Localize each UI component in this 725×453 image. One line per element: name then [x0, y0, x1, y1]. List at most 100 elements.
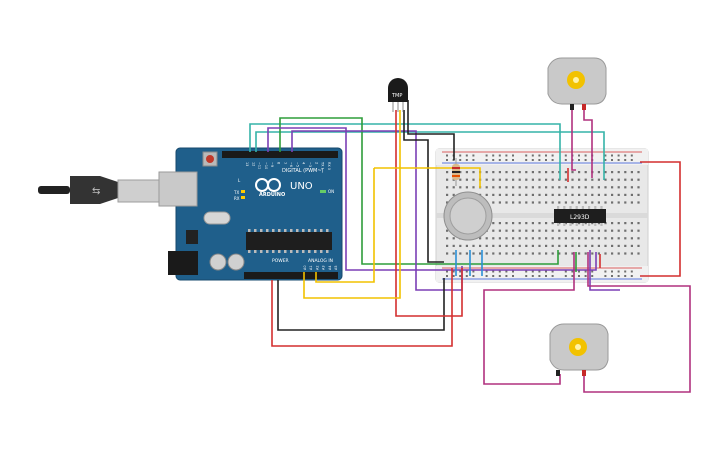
breadboard-hole[interactable] [518, 193, 521, 196]
breadboard-hole[interactable] [531, 237, 534, 240]
breadboard-hole[interactable] [512, 229, 515, 232]
breadboard-hole[interactable] [584, 171, 587, 174]
breadboard-hole[interactable] [597, 178, 600, 181]
breadboard-hole[interactable] [630, 193, 633, 196]
breadboard-hole[interactable] [479, 252, 482, 255]
breadboard-hole[interactable] [604, 201, 607, 204]
breadboard-hole[interactable] [630, 186, 633, 189]
breadboard-hole[interactable] [492, 237, 495, 240]
breadboard-hole[interactable] [617, 171, 620, 174]
wire-black-3[interactable] [407, 100, 455, 160]
breadboard-hole[interactable] [591, 186, 594, 189]
breadboard-hole[interactable] [446, 237, 449, 240]
rail-hole[interactable] [492, 154, 495, 157]
breadboard-hole[interactable] [584, 229, 587, 232]
breadboard-hole[interactable] [492, 201, 495, 204]
breadboard-hole[interactable] [472, 178, 475, 181]
breadboard-hole[interactable] [518, 171, 521, 174]
rail-hole[interactable] [465, 154, 468, 157]
breadboard-hole[interactable] [538, 237, 541, 240]
rail-hole[interactable] [472, 270, 475, 273]
breadboard-hole[interactable] [630, 222, 633, 225]
rail-hole[interactable] [512, 154, 514, 157]
breadboard-hole[interactable] [538, 222, 541, 225]
rail-hole[interactable] [505, 154, 508, 157]
breadboard-hole[interactable] [479, 237, 482, 240]
breadboard-hole[interactable] [545, 178, 548, 181]
breadboard-hole[interactable] [584, 252, 587, 255]
rail-hole[interactable] [545, 159, 547, 161]
breadboard-hole[interactable] [611, 222, 614, 225]
breadboard-hole[interactable] [512, 171, 515, 174]
breadboard-hole[interactable] [617, 186, 620, 189]
breadboard-hole[interactable] [624, 229, 627, 232]
breadboard-hole[interactable] [617, 178, 620, 181]
breadboard-hole[interactable] [624, 193, 627, 196]
digital-header[interactable] [222, 151, 338, 158]
dc-motor-bottom[interactable] [549, 323, 609, 376]
breadboard-hole[interactable] [630, 201, 633, 204]
breadboard-hole[interactable] [498, 201, 501, 204]
breadboard-hole[interactable] [452, 193, 455, 196]
breadboard-hole[interactable] [637, 193, 640, 196]
breadboard-hole[interactable] [538, 229, 541, 232]
breadboard-hole[interactable] [498, 244, 501, 247]
breadboard-hole[interactable] [485, 237, 488, 240]
breadboard-hole[interactable] [604, 252, 607, 255]
breadboard-hole[interactable] [485, 244, 488, 247]
breadboard-hole[interactable] [459, 244, 462, 247]
wire-teal-2[interactable] [255, 131, 605, 180]
breadboard-hole[interactable] [624, 237, 627, 240]
breadboard-hole[interactable] [611, 201, 614, 204]
breadboard-hole[interactable] [485, 252, 488, 255]
breadboard-hole[interactable] [617, 193, 620, 196]
breadboard-hole[interactable] [498, 171, 501, 174]
rail-hole[interactable] [525, 275, 528, 277]
breadboard-hole[interactable] [611, 237, 614, 240]
breadboard-hole[interactable] [597, 171, 600, 174]
wire-red-rail[interactable] [640, 161, 681, 277]
breadboard-hole[interactable] [624, 252, 627, 255]
gas-sensor[interactable] [443, 191, 493, 241]
breadboard-hole[interactable] [538, 186, 541, 189]
breadboard-hole[interactable] [617, 237, 620, 240]
breadboard-hole[interactable] [551, 252, 554, 255]
breadboard-hole[interactable] [531, 229, 534, 232]
rail-hole[interactable] [465, 159, 468, 161]
rail-hole[interactable] [446, 270, 448, 273]
rail-hole[interactable] [578, 270, 580, 273]
breadboard-hole[interactable] [446, 193, 449, 196]
breadboard-hole[interactable] [485, 171, 488, 174]
rail-hole[interactable] [604, 270, 607, 273]
breadboard-hole[interactable] [545, 237, 548, 240]
rail-hole[interactable] [525, 154, 528, 157]
breadboard-hole[interactable] [452, 252, 455, 255]
breadboard-hole[interactable] [584, 193, 587, 196]
breadboard-hole[interactable] [564, 201, 567, 204]
wire-magenta-motor-bottom-2[interactable] [583, 252, 691, 393]
rail-hole[interactable] [551, 270, 554, 273]
breadboard-hole[interactable] [505, 186, 508, 189]
breadboard-hole[interactable] [558, 252, 561, 255]
breadboard-hole[interactable] [624, 201, 627, 204]
dc-motor-top[interactable] [547, 57, 607, 110]
breadboard-hole[interactable] [459, 186, 462, 189]
power-analog-header[interactable] [244, 272, 338, 279]
breadboard-hole[interactable] [538, 201, 541, 204]
breadboard-hole[interactable] [446, 229, 449, 232]
breadboard-hole[interactable] [558, 186, 561, 189]
rail-hole[interactable] [452, 270, 455, 273]
breadboard-hole[interactable] [485, 193, 488, 196]
rail-hole[interactable] [485, 154, 488, 157]
wire-red-1[interactable] [395, 110, 463, 317]
rail-hole[interactable] [485, 270, 488, 273]
wire-magenta-motor-top-2[interactable] [583, 110, 593, 178]
rail-hole[interactable] [498, 159, 501, 161]
breadboard-hole[interactable] [611, 244, 614, 247]
rail-hole[interactable] [545, 275, 547, 277]
breadboard-hole[interactable] [538, 252, 541, 255]
rail-hole[interactable] [459, 270, 462, 273]
breadboard-hole[interactable] [597, 252, 600, 255]
breadboard-hole[interactable] [571, 244, 574, 247]
